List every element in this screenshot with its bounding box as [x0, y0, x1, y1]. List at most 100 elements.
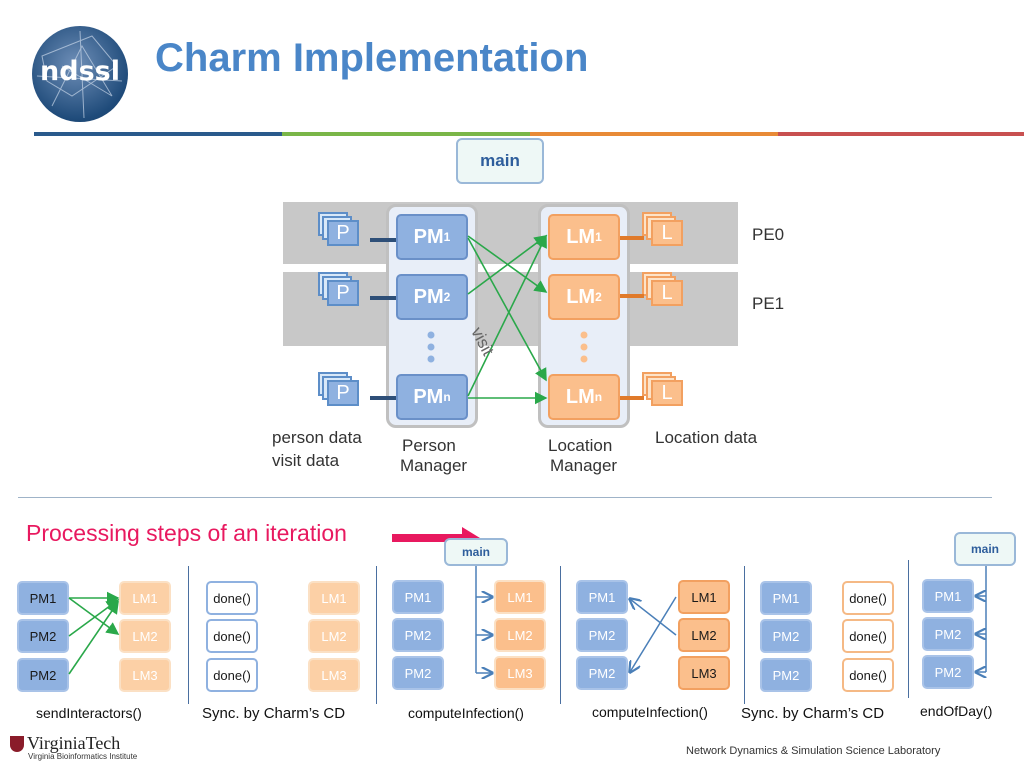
vbi-label: Virginia Bioinformatics Institute	[28, 752, 138, 761]
visit-arrow	[467, 237, 547, 382]
ellipsis-dot	[580, 343, 588, 351]
step1-arrow	[68, 599, 120, 637]
person-manager-line-1: Person	[402, 436, 456, 455]
page-title: Charm Implementation	[155, 36, 589, 80]
step3-lm-2: LM2	[494, 618, 546, 652]
step4-arrow	[630, 596, 677, 672]
main-box-step3: main	[444, 538, 508, 566]
step1-pm-3: PM2	[17, 658, 69, 692]
step4-pm-3: PM2	[576, 656, 628, 690]
person-label: P	[327, 380, 359, 406]
lm-node-2-label: LM	[566, 285, 596, 308]
step3-pm-2: PM2	[392, 618, 444, 652]
step1-caption: sendInteractors()	[36, 705, 142, 721]
step4-lm-2: LM2	[678, 618, 730, 652]
person-stack-2: P	[318, 272, 368, 312]
steps-heading: Processing steps of an iteration	[26, 520, 347, 546]
pm-node-n-sub: n	[443, 390, 451, 404]
step2-done-3: done()	[206, 658, 258, 692]
step6-caption: endOfDay()	[920, 703, 993, 719]
ellipsis-dot	[427, 355, 435, 363]
pm-node-2-label: PM	[413, 285, 444, 308]
vt-wordmark: VirginiaTech	[27, 733, 121, 753]
step6-pm-1: PM1	[922, 579, 974, 613]
main-box: main	[456, 138, 544, 184]
lab-name: Network Dynamics & Simulation Science La…	[686, 745, 941, 757]
column-separator	[376, 566, 377, 704]
ellipsis-dot	[580, 355, 588, 363]
vt-shield-icon	[10, 735, 24, 752]
pe0-label: PE0	[752, 225, 785, 244]
location-label: L	[651, 280, 683, 306]
virginia-tech-logo: VirginiaTech	[10, 733, 120, 754]
divider-blue	[34, 132, 282, 136]
step1-arrow	[68, 600, 119, 675]
step2-lm-2: LM2	[308, 619, 360, 653]
logo-text: ndssl	[40, 56, 120, 87]
step1-lm-3: LM3	[119, 658, 171, 692]
step3-pm-3: PM2	[392, 656, 444, 690]
step4-caption: computeInfection()	[592, 704, 708, 720]
person-label: P	[327, 280, 359, 306]
column-separator	[560, 566, 561, 704]
main-box-step6: main	[954, 532, 1016, 566]
step3-lm-1: LM1	[494, 580, 546, 614]
visit-arrow	[467, 234, 547, 397]
ndssl-logo: ndssl	[32, 26, 128, 122]
location-data-label: Location data	[655, 428, 758, 447]
ellipsis-dot	[427, 343, 435, 351]
visit-arrow	[467, 235, 548, 295]
diagram-connectors	[370, 234, 644, 405]
step4-lm-1: LM1	[678, 580, 730, 614]
step2-done-1: done()	[206, 581, 258, 615]
step2-caption: Sync. by Charm’s CD	[202, 705, 346, 722]
location-stack-n: L	[642, 372, 692, 412]
step5-done-3: done()	[842, 658, 894, 692]
step4-pm-1: PM1	[576, 580, 628, 614]
step1-arrow	[68, 597, 120, 635]
person-label: P	[327, 220, 359, 246]
step1-lm-1: LM1	[119, 581, 171, 615]
person-stack-1: P	[318, 212, 368, 252]
pm-node-1-sub: 1	[443, 230, 451, 244]
step5-done-1: done()	[842, 581, 894, 615]
ellipsis-dot	[580, 331, 588, 339]
step4-pm-2: PM2	[576, 618, 628, 652]
section-separator	[18, 497, 992, 498]
step5-done-2: done()	[842, 619, 894, 653]
step1-pm-1: PM1	[17, 581, 69, 615]
step2-done-2: done()	[206, 619, 258, 653]
lm-node-n-label: LM	[565, 385, 595, 408]
ellipsis-dot	[427, 331, 435, 339]
lm-node-1-sub: 1	[595, 230, 602, 244]
divider-orange	[530, 132, 778, 136]
step1-lm-2: LM2	[119, 619, 171, 653]
step4-lm-3: LM3	[678, 656, 730, 690]
location-manager-line-2: Manager	[550, 456, 618, 475]
person-data-line-1: person data	[272, 428, 362, 447]
column-separator	[908, 560, 909, 698]
visit-arrow	[467, 235, 548, 293]
step2-lm-3: LM3	[308, 658, 360, 692]
lm-node-n-sub: n	[594, 390, 603, 404]
divider-green	[282, 132, 530, 136]
column-separator	[744, 566, 745, 704]
column-separator	[188, 566, 189, 704]
step-arrows	[68, 566, 987, 710]
location-label: L	[651, 380, 683, 406]
lm-node-1-label: LM	[566, 225, 596, 248]
pm-node-n-label: PM	[413, 385, 444, 408]
step6-pm-3: PM2	[922, 655, 974, 689]
step5-pm-2: PM2	[760, 619, 812, 653]
step4-arrow	[630, 599, 677, 636]
person-data-line-2: visit data	[272, 451, 340, 470]
lm-node-2-sub: 2	[595, 290, 602, 304]
location-stack-1: L	[642, 212, 692, 252]
location-label: L	[651, 220, 683, 246]
divider-red	[778, 132, 1024, 136]
